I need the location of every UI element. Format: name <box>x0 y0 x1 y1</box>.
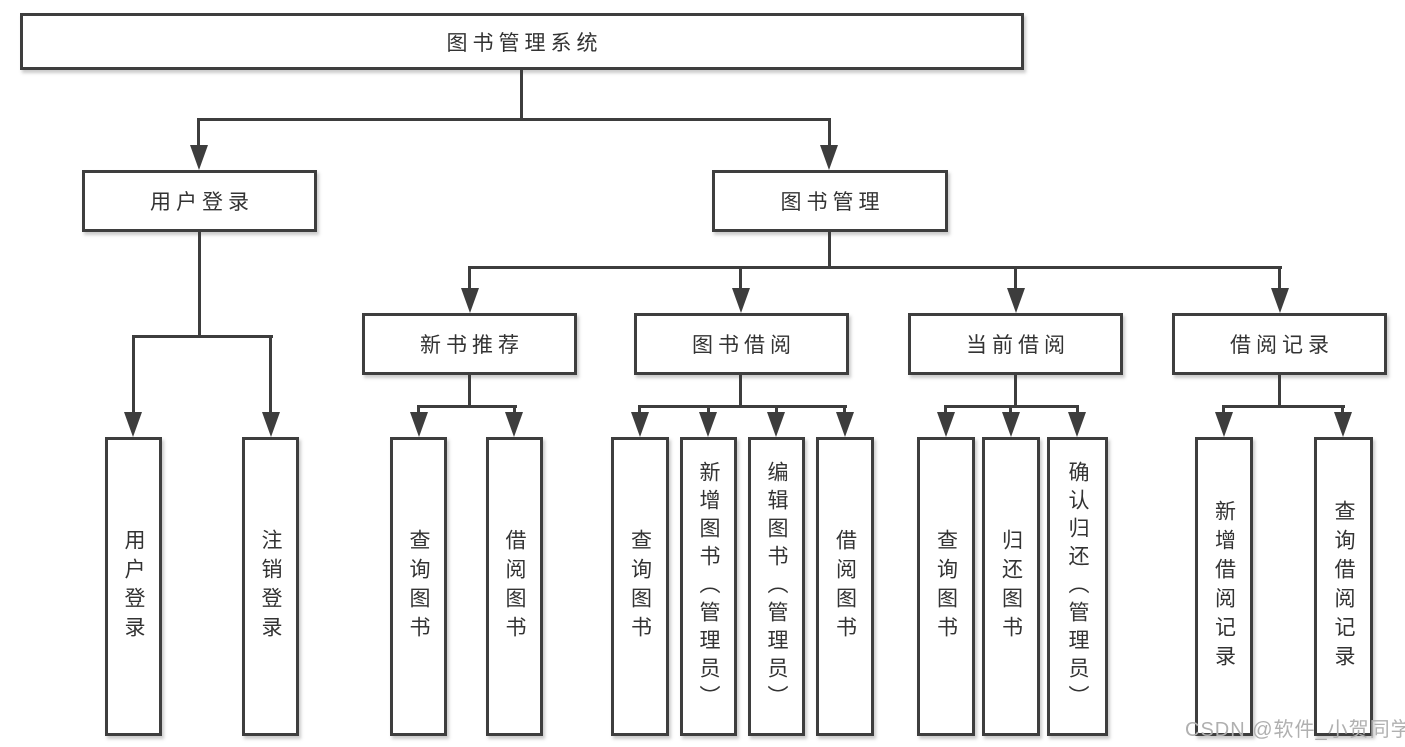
arrow-head <box>505 412 523 437</box>
leaf-borrow-books-recommend: 借阅图书 <box>486 437 543 736</box>
arrow-head <box>1007 288 1025 313</box>
connector-line <box>707 405 710 415</box>
leaf-edit-book-admin: 编辑图书（管理员） <box>748 437 805 736</box>
connector-line <box>1222 405 1345 408</box>
connector-line <box>468 375 471 407</box>
arrow-head <box>631 412 649 437</box>
arrow-head <box>410 412 428 437</box>
arrow-head <box>1334 412 1352 437</box>
arrow-head <box>461 288 479 313</box>
connector-line <box>638 405 641 415</box>
connector-line <box>520 70 523 118</box>
node-library-system: 图书管理系统 <box>20 13 1024 70</box>
arrow-head <box>836 412 854 437</box>
arrow-head <box>820 145 838 170</box>
arrow-head <box>1002 412 1020 437</box>
leaf-user-login: 用户登录 <box>105 437 162 736</box>
leaf-confirm-return-admin-label: 确认归还（管理员） <box>1066 460 1089 713</box>
arrow-head <box>732 288 750 313</box>
node-library-system-label: 图书管理系统 <box>446 31 603 55</box>
leaf-edit-book-admin-label: 编辑图书（管理员） <box>765 460 788 713</box>
connector-line <box>739 266 742 290</box>
leaf-add-book-admin-label: 新增图书（管理员） <box>697 460 720 713</box>
connector-line <box>417 405 517 408</box>
connector-line <box>417 405 420 415</box>
connector-line <box>1278 375 1281 407</box>
connector-line <box>944 405 947 415</box>
arrow-head <box>190 145 208 170</box>
node-new-book-recommend-label: 新书推荐 <box>420 334 524 357</box>
connector-line <box>468 266 471 290</box>
arrow-head <box>124 412 142 437</box>
connector-line <box>1341 405 1344 415</box>
connector-line <box>843 405 846 415</box>
watermark-text: CSDN @软件_小贺同学 <box>1185 719 1405 741</box>
node-user-login: 用户登录 <box>82 170 317 232</box>
arrow-head <box>262 412 280 437</box>
leaf-query-books-current-label: 查询图书 <box>934 528 958 645</box>
arrow-head <box>937 412 955 437</box>
leaf-user-login-label: 用户登录 <box>122 528 145 645</box>
node-current-borrow: 当前借阅 <box>908 313 1123 375</box>
connector-line <box>638 405 847 408</box>
arrow-head <box>1215 412 1233 437</box>
connector-line <box>132 335 135 413</box>
node-borrow-records: 借阅记录 <box>1172 313 1387 375</box>
connector-line <box>132 335 273 338</box>
connector-line <box>1222 405 1225 415</box>
connector-line <box>1014 375 1017 407</box>
connector-line <box>739 375 742 407</box>
node-user-login-label: 用户登录 <box>150 191 254 214</box>
leaf-logout: 注销登录 <box>242 437 299 736</box>
leaf-logout-label: 注销登录 <box>259 528 282 645</box>
leaf-return-book: 归还图书 <box>982 437 1040 736</box>
connector-line <box>1009 405 1012 415</box>
arrow-head <box>1068 412 1086 437</box>
leaf-borrow-books-label: 借阅图书 <box>833 528 857 645</box>
arrow-head <box>699 412 717 437</box>
leaf-query-borrow-record-label: 查询借阅记录 <box>1332 499 1355 674</box>
node-borrow-records-label: 借阅记录 <box>1230 334 1334 357</box>
node-current-borrow-label: 当前借阅 <box>966 334 1070 357</box>
arrow-head <box>1271 288 1289 313</box>
leaf-add-book-admin: 新增图书（管理员） <box>680 437 737 736</box>
connector-line <box>197 118 200 146</box>
connector-line <box>198 232 201 335</box>
connector-line <box>1014 266 1017 290</box>
leaf-borrow-books-recommend-label: 借阅图书 <box>503 528 526 645</box>
connector-line <box>269 335 272 413</box>
leaf-query-books-recommend-label: 查询图书 <box>407 528 430 645</box>
node-book-borrow: 图书借阅 <box>634 313 849 375</box>
leaf-query-books-borrow: 查询图书 <box>611 437 669 736</box>
connector-line <box>828 232 831 268</box>
connector-line <box>1076 405 1079 415</box>
leaf-query-borrow-record: 查询借阅记录 <box>1314 437 1373 736</box>
leaf-add-borrow-record: 新增借阅记录 <box>1195 437 1253 736</box>
leaf-borrow-books: 借阅图书 <box>816 437 874 736</box>
leaf-add-borrow-record-label: 新增借阅记录 <box>1212 499 1236 674</box>
connector-line <box>828 118 831 146</box>
arrow-head <box>767 412 785 437</box>
node-book-borrow-label: 图书借阅 <box>692 334 796 357</box>
node-book-management-label: 图书管理 <box>780 191 885 214</box>
leaf-return-book-label: 归还图书 <box>999 528 1023 645</box>
node-book-management: 图书管理 <box>712 170 948 232</box>
connector-line <box>197 118 831 121</box>
leaf-query-books-borrow-label: 查询图书 <box>628 528 652 645</box>
leaf-query-books-recommend: 查询图书 <box>390 437 447 736</box>
connector-line <box>1278 266 1281 290</box>
connector-line <box>775 405 778 415</box>
leaf-confirm-return-admin: 确认归还（管理员） <box>1047 437 1108 736</box>
node-new-book-recommend: 新书推荐 <box>362 313 577 375</box>
connector-line <box>513 405 516 415</box>
leaf-query-books-current: 查询图书 <box>917 437 975 736</box>
connector-line <box>468 266 1282 269</box>
